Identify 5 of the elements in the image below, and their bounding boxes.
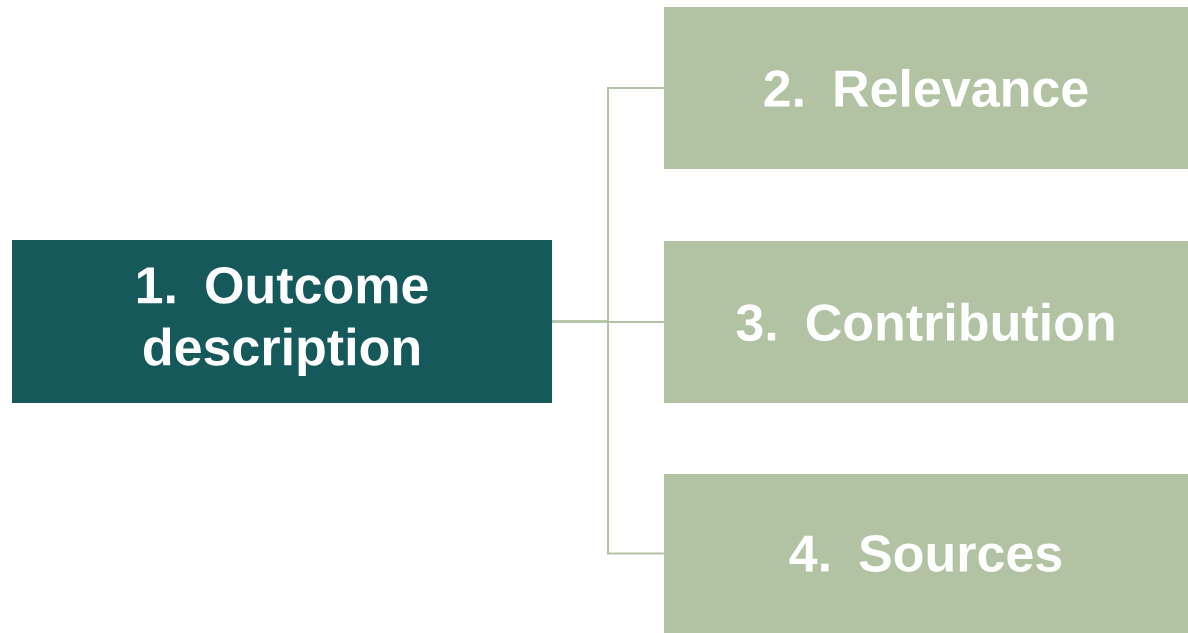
connector-line	[551, 320, 665, 555]
topic-box: 1. Outcome description	[12, 240, 552, 403]
category-box: 3. Contribution	[664, 241, 1188, 403]
category-box: 2. Relevance	[664, 7, 1188, 169]
category-box: 4. Sources	[664, 474, 1188, 633]
